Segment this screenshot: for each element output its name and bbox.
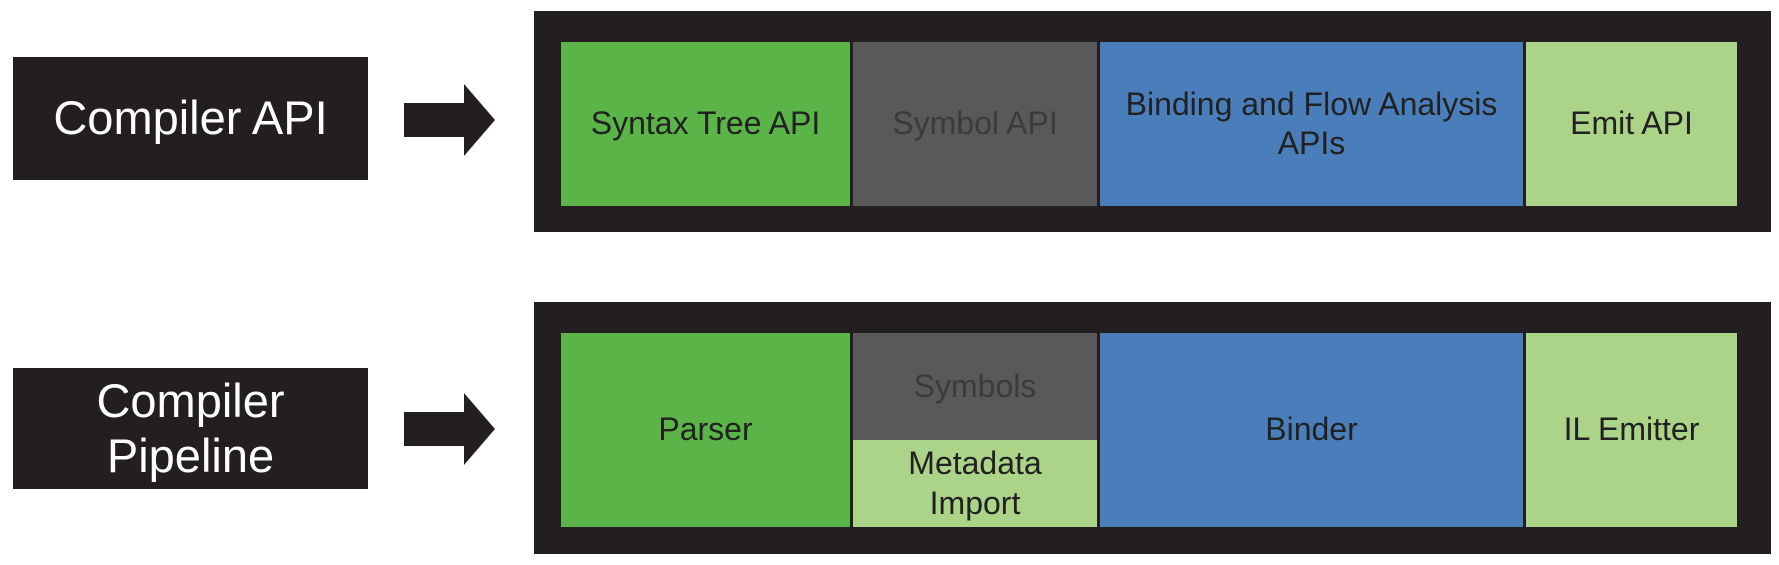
emit-api-label: Emit API bbox=[1570, 105, 1693, 142]
symbols-label: Symbols bbox=[913, 367, 1037, 404]
box-binding-flow-analysis-apis: Binding and Flow Analysis APIs bbox=[1100, 42, 1523, 206]
parser-label: Parser bbox=[658, 411, 753, 448]
compiler-api-box-group: Syntax Tree API Symbol API Binding and F… bbox=[534, 11, 1771, 232]
box-binder: Binder bbox=[1100, 333, 1523, 527]
metadata-import-label: Metadata Import bbox=[908, 445, 1042, 521]
compiler-pipeline-box-group: Parser Symbols Metadata Import Binder IL… bbox=[534, 302, 1771, 554]
arrow-right-icon bbox=[404, 84, 495, 156]
symbols-metadata-column: Symbols Metadata Import bbox=[853, 333, 1097, 527]
box-symbols: Symbols bbox=[853, 333, 1097, 440]
box-parser: Parser bbox=[561, 333, 850, 527]
il-emitter-label: IL Emitter bbox=[1563, 411, 1700, 448]
compiler-api-label-text: Compiler API bbox=[53, 91, 328, 145]
box-syntax-tree-api: Syntax Tree API bbox=[561, 42, 850, 206]
box-emit-api: Emit API bbox=[1526, 42, 1737, 206]
binder-label: Binder bbox=[1265, 411, 1358, 448]
syntax-tree-api-label: Syntax Tree API bbox=[590, 105, 821, 142]
compiler-pipeline-label-text: Compiler Pipeline bbox=[96, 373, 285, 482]
compiler-pipeline-label: Compiler Pipeline bbox=[13, 368, 368, 489]
symbol-api-label: Symbol API bbox=[892, 105, 1058, 142]
box-symbol-api: Symbol API bbox=[853, 42, 1097, 206]
compiler-api-label: Compiler API bbox=[13, 57, 368, 180]
box-metadata-import: Metadata Import bbox=[853, 440, 1097, 527]
arrow-right-icon bbox=[404, 393, 495, 465]
binding-flow-analysis-apis-label: Binding and Flow Analysis APIs bbox=[1125, 85, 1498, 161]
box-il-emitter: IL Emitter bbox=[1526, 333, 1737, 527]
